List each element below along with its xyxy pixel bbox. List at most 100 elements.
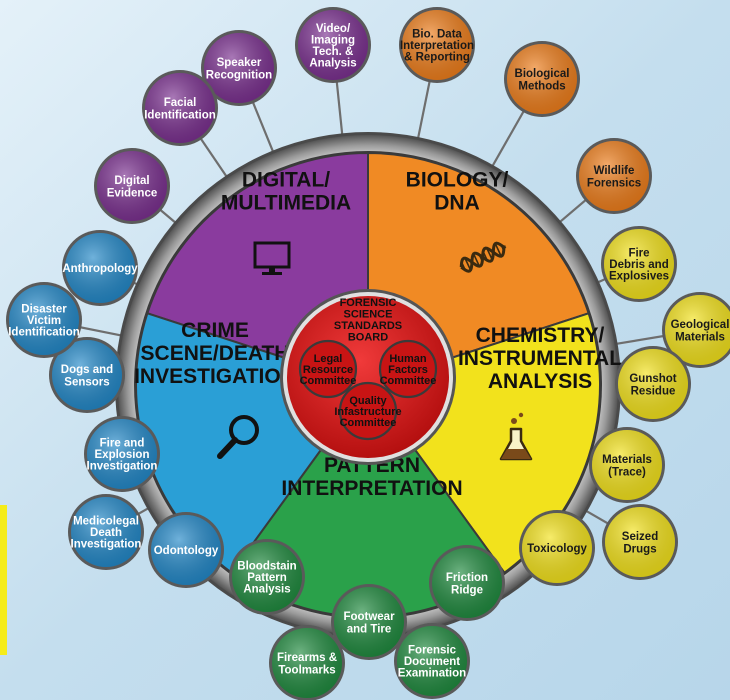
satellite-label-line: Document [404, 656, 460, 668]
satellite-label-line: Recognition [206, 69, 272, 81]
satellite-shade [334, 587, 404, 657]
section-label-crime-line: CRIME [181, 319, 249, 342]
section-label-digital: DIGITAL/MULTIMEDIA [221, 169, 351, 215]
satellite-label-line: Imaging [311, 34, 355, 46]
satellite-shade [592, 430, 662, 500]
satellite-shade [9, 285, 79, 355]
satellite-label-line: Gunshot [629, 373, 676, 385]
satellite-label-line: Wildlife [594, 165, 635, 177]
satellite-shade [151, 515, 221, 585]
satellite-shade [397, 626, 467, 696]
committee-legal [298, 339, 358, 399]
section-label-biology: BIOLOGY/DNA [406, 169, 509, 215]
satellite-shade [97, 151, 167, 221]
satellite-label-line: Tech. & [313, 46, 354, 58]
section-label-crime-line: SCENE/DEATH [141, 342, 290, 365]
satellite-shade [605, 507, 675, 577]
satellite-label-line: Examination [398, 668, 466, 680]
section-label-digital-line: DIGITAL/ [242, 169, 330, 192]
satellite-node: Firearms &Toolmarks [269, 625, 345, 700]
dna-icon [459, 241, 507, 273]
satellite-label-line: Ridge [451, 584, 483, 596]
satellite-label-line: Anthropology [62, 263, 138, 275]
satellite-label-line: Video/ [316, 23, 351, 35]
satellite-label-line: Explosives [609, 271, 669, 283]
satellite-label-line: Firearms & [277, 652, 337, 664]
satellite-shade [272, 628, 342, 698]
satellite-label-line: Victim [27, 315, 61, 327]
satellite-label: Toxicology [527, 543, 587, 555]
satellite-shade [579, 141, 649, 211]
satellite-label-line: Digital [114, 175, 149, 187]
satellite-label-line: Materials [602, 454, 652, 466]
satellite-node: Odontology [148, 512, 224, 588]
committee-quality [338, 381, 398, 441]
hub-title-line: STANDARDS [334, 320, 402, 332]
satellite-shade [618, 349, 688, 419]
section-label-biology-line: BIOLOGY/ [406, 169, 509, 192]
section-label-crime-line: INVESTIGATION [134, 365, 296, 388]
satellite-label-line: Pattern [247, 572, 287, 584]
satellite-label-line: Friction [446, 572, 488, 584]
satellite-label-line: Methods [518, 80, 565, 92]
satellite-shade [87, 419, 157, 489]
satellite-label-line: Seized [622, 531, 658, 543]
satellite-shade [232, 542, 302, 612]
satellite-label-line: Forensics [587, 177, 641, 189]
magnifier-icon [217, 415, 259, 459]
flask-icon [499, 412, 533, 461]
committee-label-legal-line: Resource [303, 364, 353, 376]
satellite-label-line: and Tire [347, 623, 392, 635]
satellite-label-line: Medicolegal [73, 516, 139, 528]
committee-label-quality-line: Committee [340, 417, 397, 429]
satellite-label-line: Interpretation [400, 40, 474, 52]
satellite-label-line: Bloodstain [237, 561, 296, 573]
satellite-label-line: Dogs and [61, 364, 113, 376]
hub-title-line: BOARD [348, 331, 388, 343]
satellite-shade [604, 229, 674, 299]
section-label-digital-line: MULTIMEDIA [221, 192, 351, 215]
satellite-label-line: Footwear [343, 611, 395, 623]
satellite-label-line: Sensors [64, 376, 109, 388]
satellite-label-line: Toolmarks [278, 664, 335, 676]
section-label-physics-line: INTERPRETATION [281, 477, 462, 500]
section-label-biology-line: DNA [434, 192, 480, 215]
section-label-chemistry-line: CHEMISTRY/ [476, 324, 605, 347]
satellite-label-line: Facial [164, 97, 197, 109]
committee-label-legal-line: Legal [314, 353, 343, 365]
satellite-label-line: Drugs [623, 543, 656, 555]
satellite-shade [52, 340, 122, 410]
satellite-node: Materials(Trace) [589, 427, 665, 503]
committee-label-quality-line: Quality [349, 395, 387, 407]
hub-title-line: FORENSIC [340, 297, 397, 309]
